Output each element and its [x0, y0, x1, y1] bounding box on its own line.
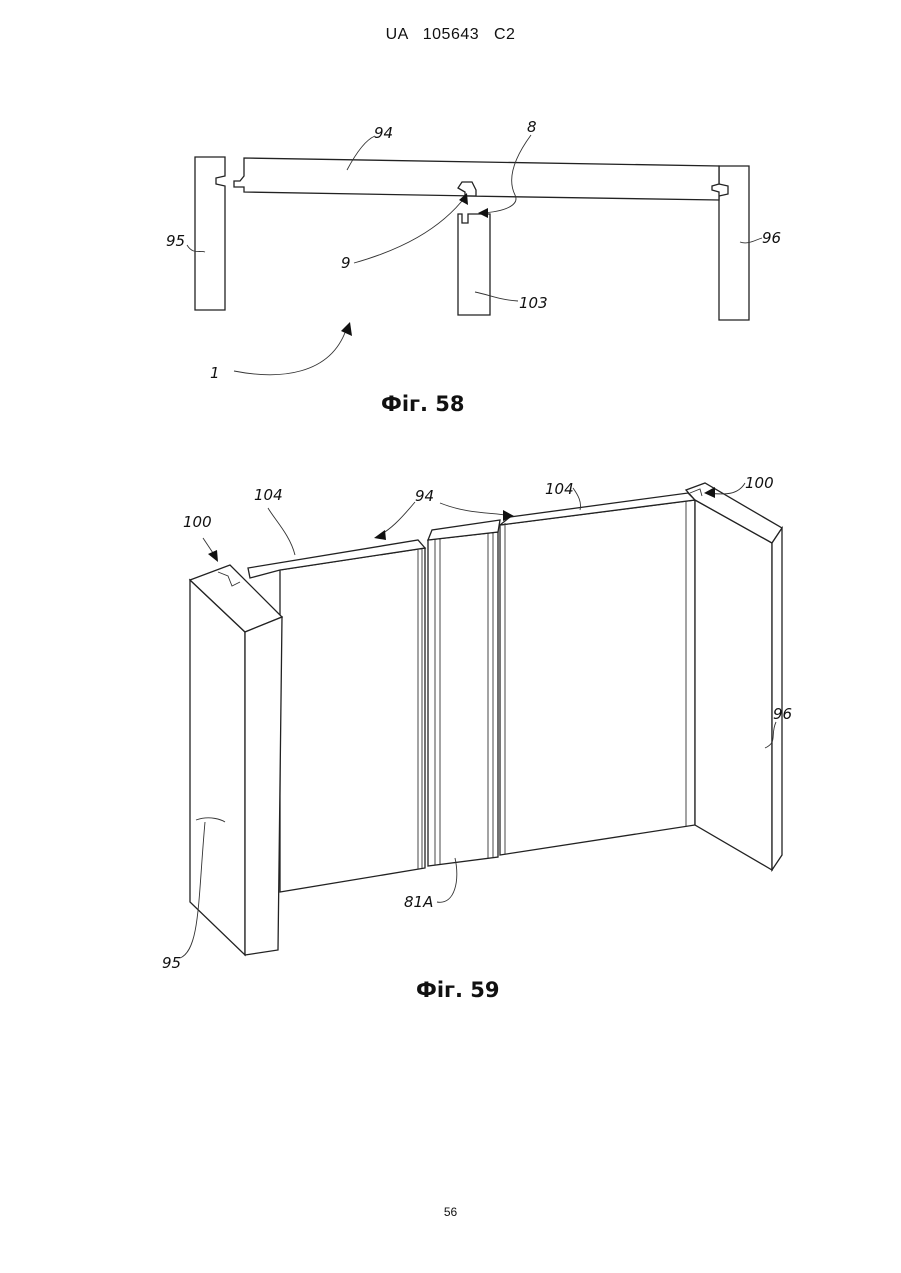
figure-58: 94 8 95 96 9 103 1 Фіг. 58	[0, 100, 901, 430]
post-96-side	[772, 528, 782, 870]
figure-58-drawing: 94 8 95 96 9 103 1 Фіг. 58	[0, 100, 901, 430]
panel-right-face	[500, 500, 695, 855]
label-8: 8	[527, 118, 537, 136]
label-95: 95	[166, 232, 185, 250]
label-94: 94	[415, 487, 434, 505]
label-104a: 104	[254, 486, 283, 504]
arrow-94a	[374, 530, 386, 540]
leader-94b	[440, 503, 510, 516]
figure-59-caption: Фіг. 59	[416, 978, 500, 1002]
label-1: 1	[210, 364, 220, 382]
post-96-front	[695, 500, 772, 870]
figure-58-caption: Фіг. 58	[381, 392, 465, 416]
leader-94a	[378, 502, 415, 536]
post-95-side	[245, 617, 282, 955]
figure-59-drawing: 100 104 94 104 100 96 81A 95 Фіг. 59	[0, 460, 901, 1020]
label-100a: 100	[183, 513, 212, 531]
label-94: 94	[374, 124, 393, 142]
label-95: 95	[162, 954, 181, 972]
leader-1	[234, 330, 346, 375]
label-9: 9	[341, 254, 351, 272]
post-95-shape	[195, 157, 225, 310]
arrow-1	[341, 322, 352, 336]
arrow-100a	[208, 550, 218, 562]
patent-id-header: UA 105643 C2	[0, 26, 901, 44]
leader-104a	[268, 508, 295, 555]
leader-9	[354, 196, 466, 263]
strip-81a-face	[428, 532, 498, 866]
label-96: 96	[773, 705, 792, 723]
page-number: 56	[0, 1205, 901, 1219]
label-103: 103	[519, 294, 548, 312]
post-103-shape	[458, 214, 490, 315]
leader-104b	[573, 488, 581, 510]
post-95-front	[190, 580, 245, 955]
panel-left-face	[280, 548, 425, 892]
label-104b: 104	[545, 480, 574, 498]
label-81a: 81A	[404, 893, 433, 911]
label-96: 96	[762, 229, 781, 247]
figure-59: 100 104 94 104 100 96 81A 95 Фіг. 59	[0, 460, 901, 1020]
panel-94-shape	[234, 158, 719, 200]
label-100b: 100	[745, 474, 774, 492]
